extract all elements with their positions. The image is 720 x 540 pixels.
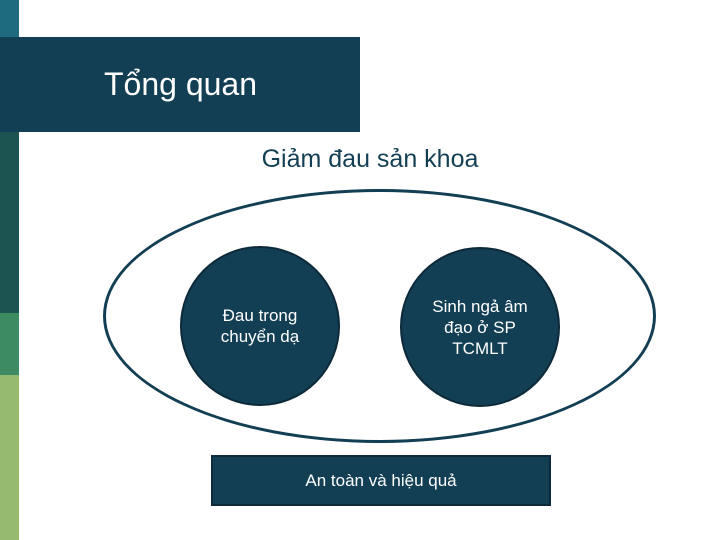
title-banner <box>0 37 360 132</box>
accent-bar-dark-green <box>0 132 19 313</box>
outer-ellipse <box>103 189 656 443</box>
circle-label: Đau trong chuyển dạ <box>220 306 300 346</box>
slide-title: Tổng quan <box>104 66 258 102</box>
accent-bar-light-green <box>0 375 19 540</box>
accent-bar-teal <box>0 0 19 37</box>
circle-label: Sinh ngả âm đạo ở SP TCMLT <box>432 296 528 358</box>
box-label: An toàn và hiệu quả <box>305 470 457 490</box>
circle-vaginal-birth: Sinh ngả âm đạo ở SP TCMLT <box>400 247 560 407</box>
accent-bar-mid-green <box>0 313 19 375</box>
safety-efficacy-box: An toàn và hiệu quả <box>211 455 551 506</box>
circle-labor-pain: Đau trong chuyển dạ <box>180 246 340 406</box>
diagram-heading: Giảm đau sản khoa <box>261 145 479 173</box>
